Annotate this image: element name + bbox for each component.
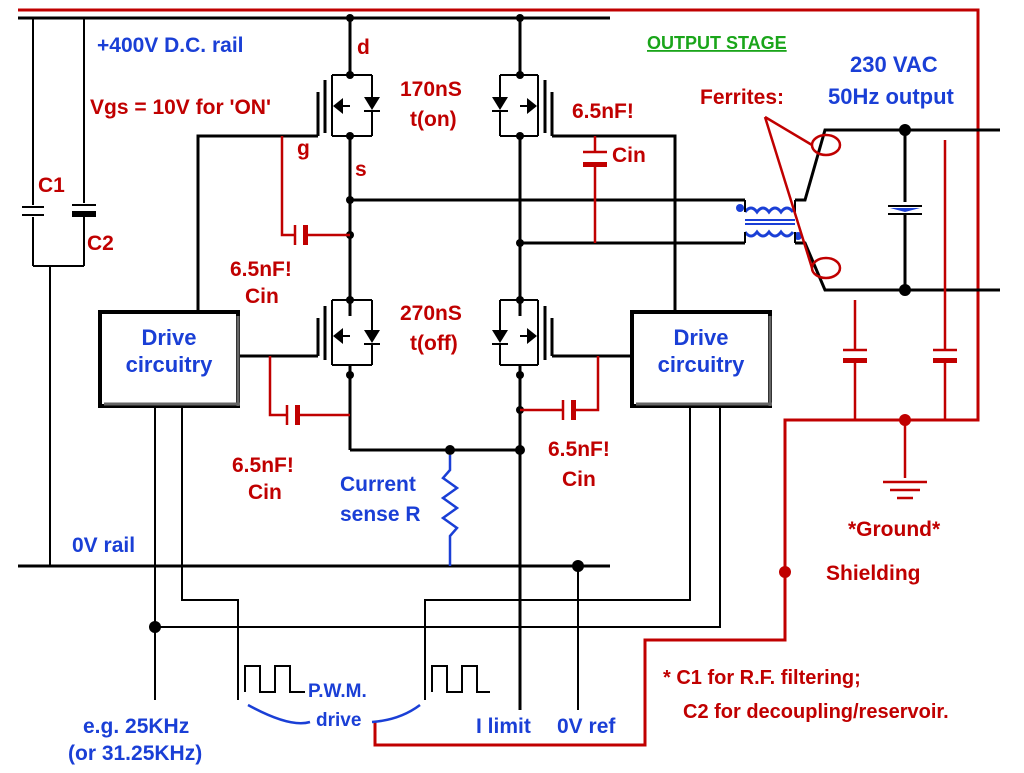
cin-label-top-right: Cin [612,144,646,167]
cin-value-bottom-left: 6.5nF! [232,454,294,477]
output-filter-caps [843,140,957,500]
common-mode-choke [736,200,802,243]
output-wiring [350,124,1000,296]
freq-line1: e.g. 25KHz [83,715,189,738]
pwm-line1: P.W.M. [308,681,367,702]
current-sense-line2: sense R [340,503,421,526]
gate-wiring [196,134,677,358]
output-stage-title: OUTPUT STAGE [647,33,787,53]
drive-left-line1: Drive [141,325,196,350]
toff-value: 270nS [400,302,462,325]
mosfet-left-low [316,296,380,450]
ground-label: *Ground* [848,518,941,541]
zero-ref-label: 0V ref [557,715,616,738]
cin-label-bottom-right: Cin [562,468,596,491]
cin-value-top-left: 6.5nF! [230,258,292,281]
source-label: s [355,158,367,181]
c2-label: C2 [87,232,114,255]
shielding-label: Shielding [826,562,921,585]
drive-box-right [630,310,772,408]
control-wiring [149,406,721,710]
ferrite-beads [763,115,842,280]
vgs-label: Vgs = 10V for 'ON' [90,96,271,119]
toff-label: t(off) [410,332,458,355]
c1-c2-capacitors [22,18,96,566]
cin-label-top-left: Cin [245,285,279,308]
shielding-frame [18,8,980,747]
cin-label-bottom-left: Cin [248,481,282,504]
mosfet-right-low [492,296,554,710]
zero-rail-label: 0V rail [72,534,135,557]
cin-capacitors [268,136,607,425]
ton-label: t(on) [410,108,457,131]
current-sense-line1: Current [340,473,416,496]
cin-value-top-right: 6.5nF! [572,100,634,123]
output-line2: 50Hz output [828,84,955,109]
ton-value: 170nS [400,78,462,101]
pwm-line2: drive [316,710,361,731]
pwm-waveforms [244,665,490,725]
drive-right-line2: circuitry [658,352,746,377]
freq-line2: (or 31.25KHz) [68,742,202,765]
ferrites-label: Ferrites: [700,86,784,109]
drive-right-line1: Drive [673,325,728,350]
note-line1: * C1 for R.F. filtering; [663,667,861,689]
note-line2: C2 for decoupling/reservoir. [683,701,949,723]
cin-value-bottom-right: 6.5nF! [548,438,610,461]
drain-label: d [357,36,370,59]
mosfet-right-high [492,14,554,316]
gate-label: g [297,137,310,160]
c1-label: C1 [38,174,65,197]
mosfet-left-high [316,14,380,316]
current-sense-network [350,445,525,566]
output-line1: 230 VAC [850,52,938,77]
i-limit-label: I limit [476,715,531,738]
dc-rail-label: +400V D.C. rail [97,34,244,57]
drive-left-line2: circuitry [126,352,214,377]
drive-box-left [98,310,240,408]
